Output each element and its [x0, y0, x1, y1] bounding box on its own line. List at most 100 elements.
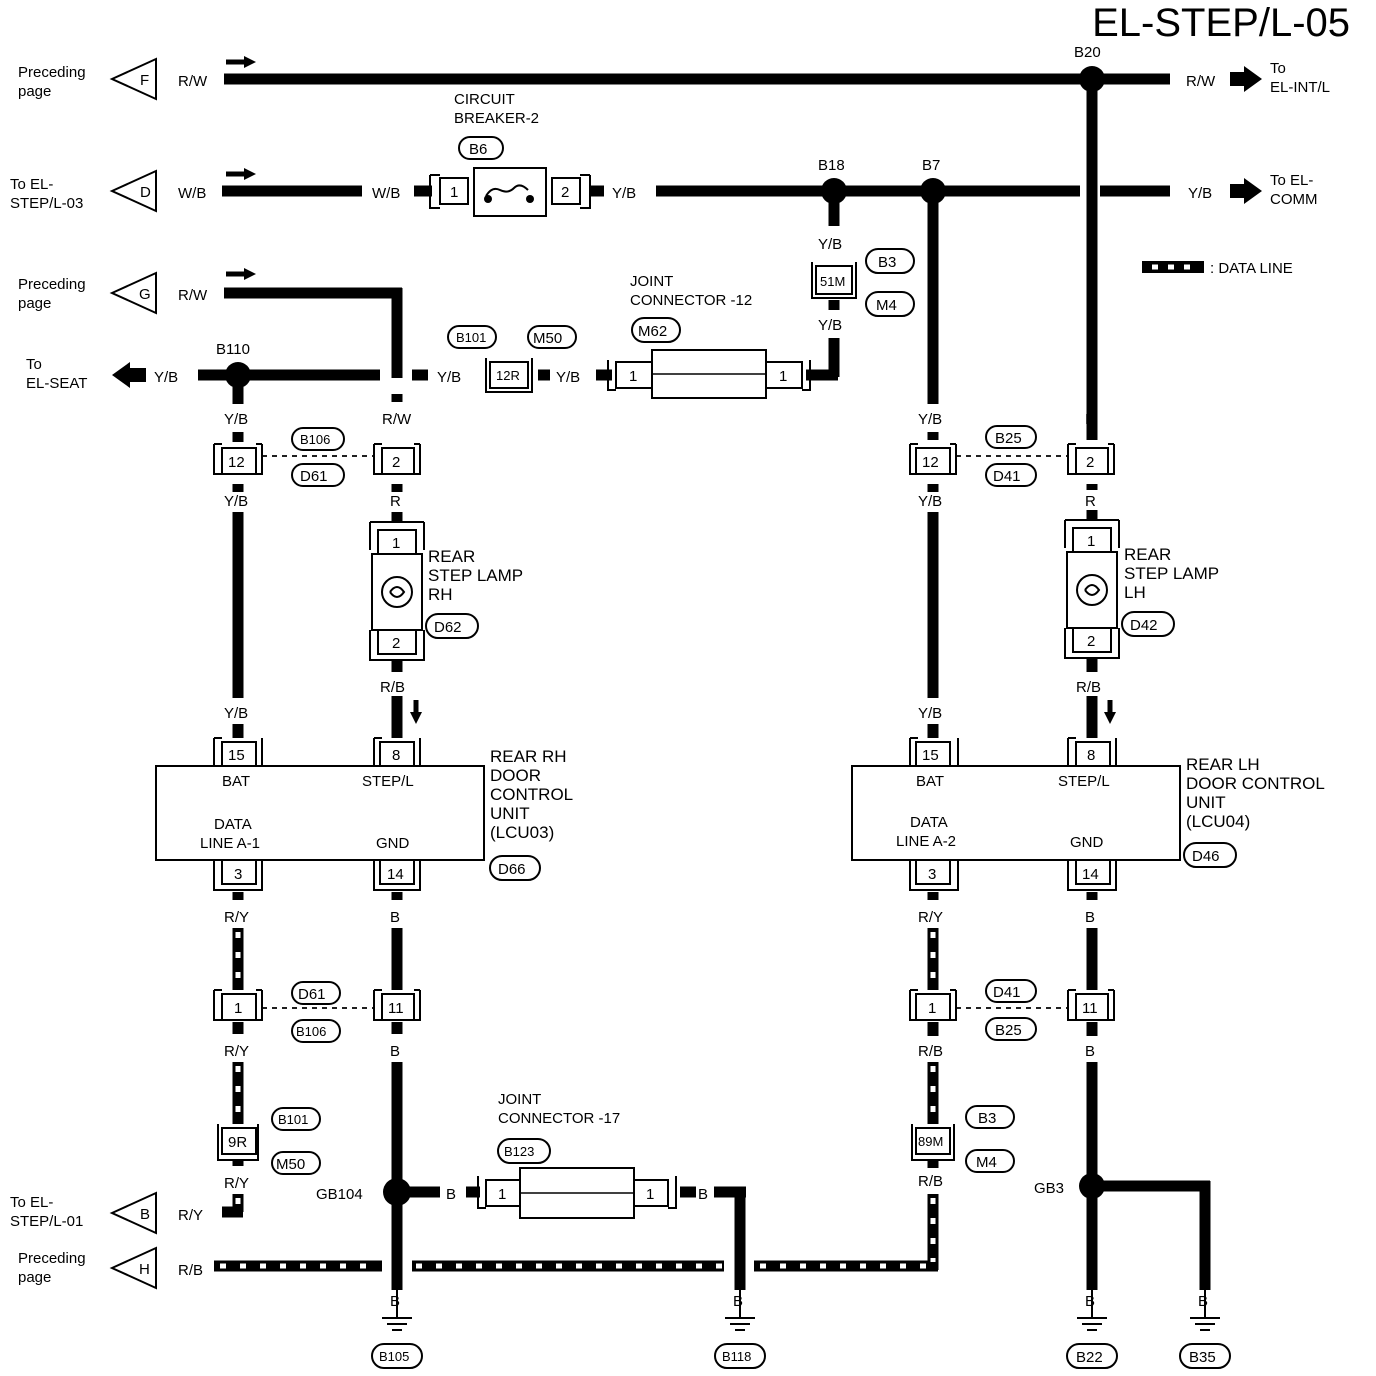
svg-text:R/Y: R/Y [224, 1043, 249, 1060]
svg-text:2: 2 [1086, 454, 1094, 471]
svg-text:To EL-STEP/L-01: To EL-STEP/L-01 [10, 1194, 83, 1230]
svg-text:B101: B101 [456, 330, 486, 345]
svg-text:W/B: W/B [372, 185, 400, 202]
svg-text:BAT: BAT [222, 773, 250, 790]
legend-label: : DATA LINE [1210, 260, 1293, 277]
svg-text:B: B [1198, 1293, 1208, 1310]
svg-text:Y/B: Y/B [224, 705, 248, 722]
svg-text:B25: B25 [995, 430, 1022, 447]
svg-text:1: 1 [450, 184, 458, 201]
ground-b105: B B105 [371, 1290, 423, 1369]
data-line-marks [220, 932, 936, 1269]
offpage-b: To EL-STEP/L-01 B R/Y [10, 1191, 203, 1235]
svg-text:M50: M50 [276, 1156, 305, 1173]
svg-text:D66: D66 [498, 861, 526, 878]
svg-text:B105: B105 [379, 1349, 409, 1364]
svg-text:R/B: R/B [178, 1262, 203, 1279]
svg-text:R/B: R/B [918, 1043, 943, 1060]
svg-text:W/B: W/B [178, 185, 206, 202]
svg-text:2: 2 [561, 184, 569, 201]
svg-text:STEP/L: STEP/L [1058, 773, 1110, 790]
svg-text:R: R [390, 493, 401, 510]
svg-text:D46: D46 [1192, 848, 1220, 865]
svg-text:Y/B: Y/B [818, 236, 842, 253]
svg-text:R/B: R/B [1076, 679, 1101, 696]
connector-12r: Y/B B101 M50 12R Y/B [437, 325, 580, 393]
svg-text:B123: B123 [504, 1144, 534, 1159]
svg-text:14: 14 [1082, 866, 1099, 883]
ground-b35: B B35 [1179, 1290, 1231, 1369]
svg-text:R/Y: R/Y [918, 909, 943, 926]
svg-text:15: 15 [922, 747, 939, 764]
svg-text:B20: B20 [1074, 44, 1101, 61]
svg-text:R/B: R/B [380, 679, 405, 696]
svg-text:M4: M4 [876, 297, 897, 314]
svg-text:D62: D62 [434, 619, 462, 636]
svg-text:1: 1 [928, 1000, 936, 1017]
svg-text:B3: B3 [878, 254, 896, 271]
legend: : DATA LINE [1142, 260, 1293, 277]
connector-89m: 89M B3 M4 R/B [911, 1105, 1015, 1190]
svg-text:2: 2 [1087, 633, 1095, 650]
svg-text:R/W: R/W [1186, 73, 1216, 90]
svg-text:H: H [139, 1261, 150, 1278]
svg-text:B7: B7 [922, 157, 940, 174]
svg-text:B: B [698, 1186, 708, 1203]
svg-text:D41: D41 [993, 984, 1021, 1001]
svg-text:Y/B: Y/B [612, 185, 636, 202]
svg-text:2: 2 [392, 454, 400, 471]
svg-text:R/Y: R/Y [224, 909, 249, 926]
svg-text:GND: GND [1070, 834, 1104, 851]
svg-text:B22: B22 [1076, 1349, 1103, 1366]
svg-text:B110: B110 [216, 341, 250, 358]
svg-text:2: 2 [392, 635, 400, 652]
splice-gb3: GB3 [1034, 1173, 1105, 1199]
svg-text:GB104: GB104 [316, 1186, 363, 1203]
svg-text:D61: D61 [300, 468, 328, 485]
svg-text:Y/B: Y/B [918, 411, 942, 428]
svg-text:B18: B18 [818, 157, 845, 174]
lh-connector-bottom: R/Y B 1 D41 B25 11 R/B B [909, 909, 1115, 1060]
svg-text:B106: B106 [296, 1024, 326, 1039]
svg-text:B101: B101 [278, 1112, 308, 1127]
rh-connector-bottom: R/Y B 1 D61 B106 11 R/Y B [213, 909, 421, 1060]
svg-text:89M: 89M [918, 1134, 943, 1149]
svg-text:D41: D41 [993, 468, 1021, 485]
wires [198, 73, 1211, 1290]
svg-text:Y/B: Y/B [556, 369, 580, 386]
svg-text:1: 1 [1087, 533, 1095, 550]
svg-text:M50: M50 [533, 330, 562, 347]
svg-text:Y/B: Y/B [918, 705, 942, 722]
offpage-el-comm: Y/B To EL-COMM [1188, 172, 1318, 208]
svg-text:B: B [390, 909, 400, 926]
svg-text:R: R [1085, 411, 1096, 428]
connector-9r: 9R B101 M50 R/Y [217, 1107, 321, 1192]
svg-text:Y/B: Y/B [224, 493, 248, 510]
svg-text:R/W: R/W [178, 287, 208, 304]
svg-text:1: 1 [234, 1000, 242, 1017]
svg-text:R/Y: R/Y [178, 1207, 203, 1224]
svg-text:8: 8 [392, 747, 400, 764]
svg-text:Y/B: Y/B [154, 369, 178, 386]
svg-text:B3: B3 [978, 1110, 996, 1127]
svg-text:R/Y: R/Y [224, 1175, 249, 1192]
splice-b18: B18 [818, 157, 847, 204]
svg-text:Y/B: Y/B [918, 493, 942, 510]
connector-51m: Y/B 51M B3 M4 Y/B [811, 236, 915, 334]
